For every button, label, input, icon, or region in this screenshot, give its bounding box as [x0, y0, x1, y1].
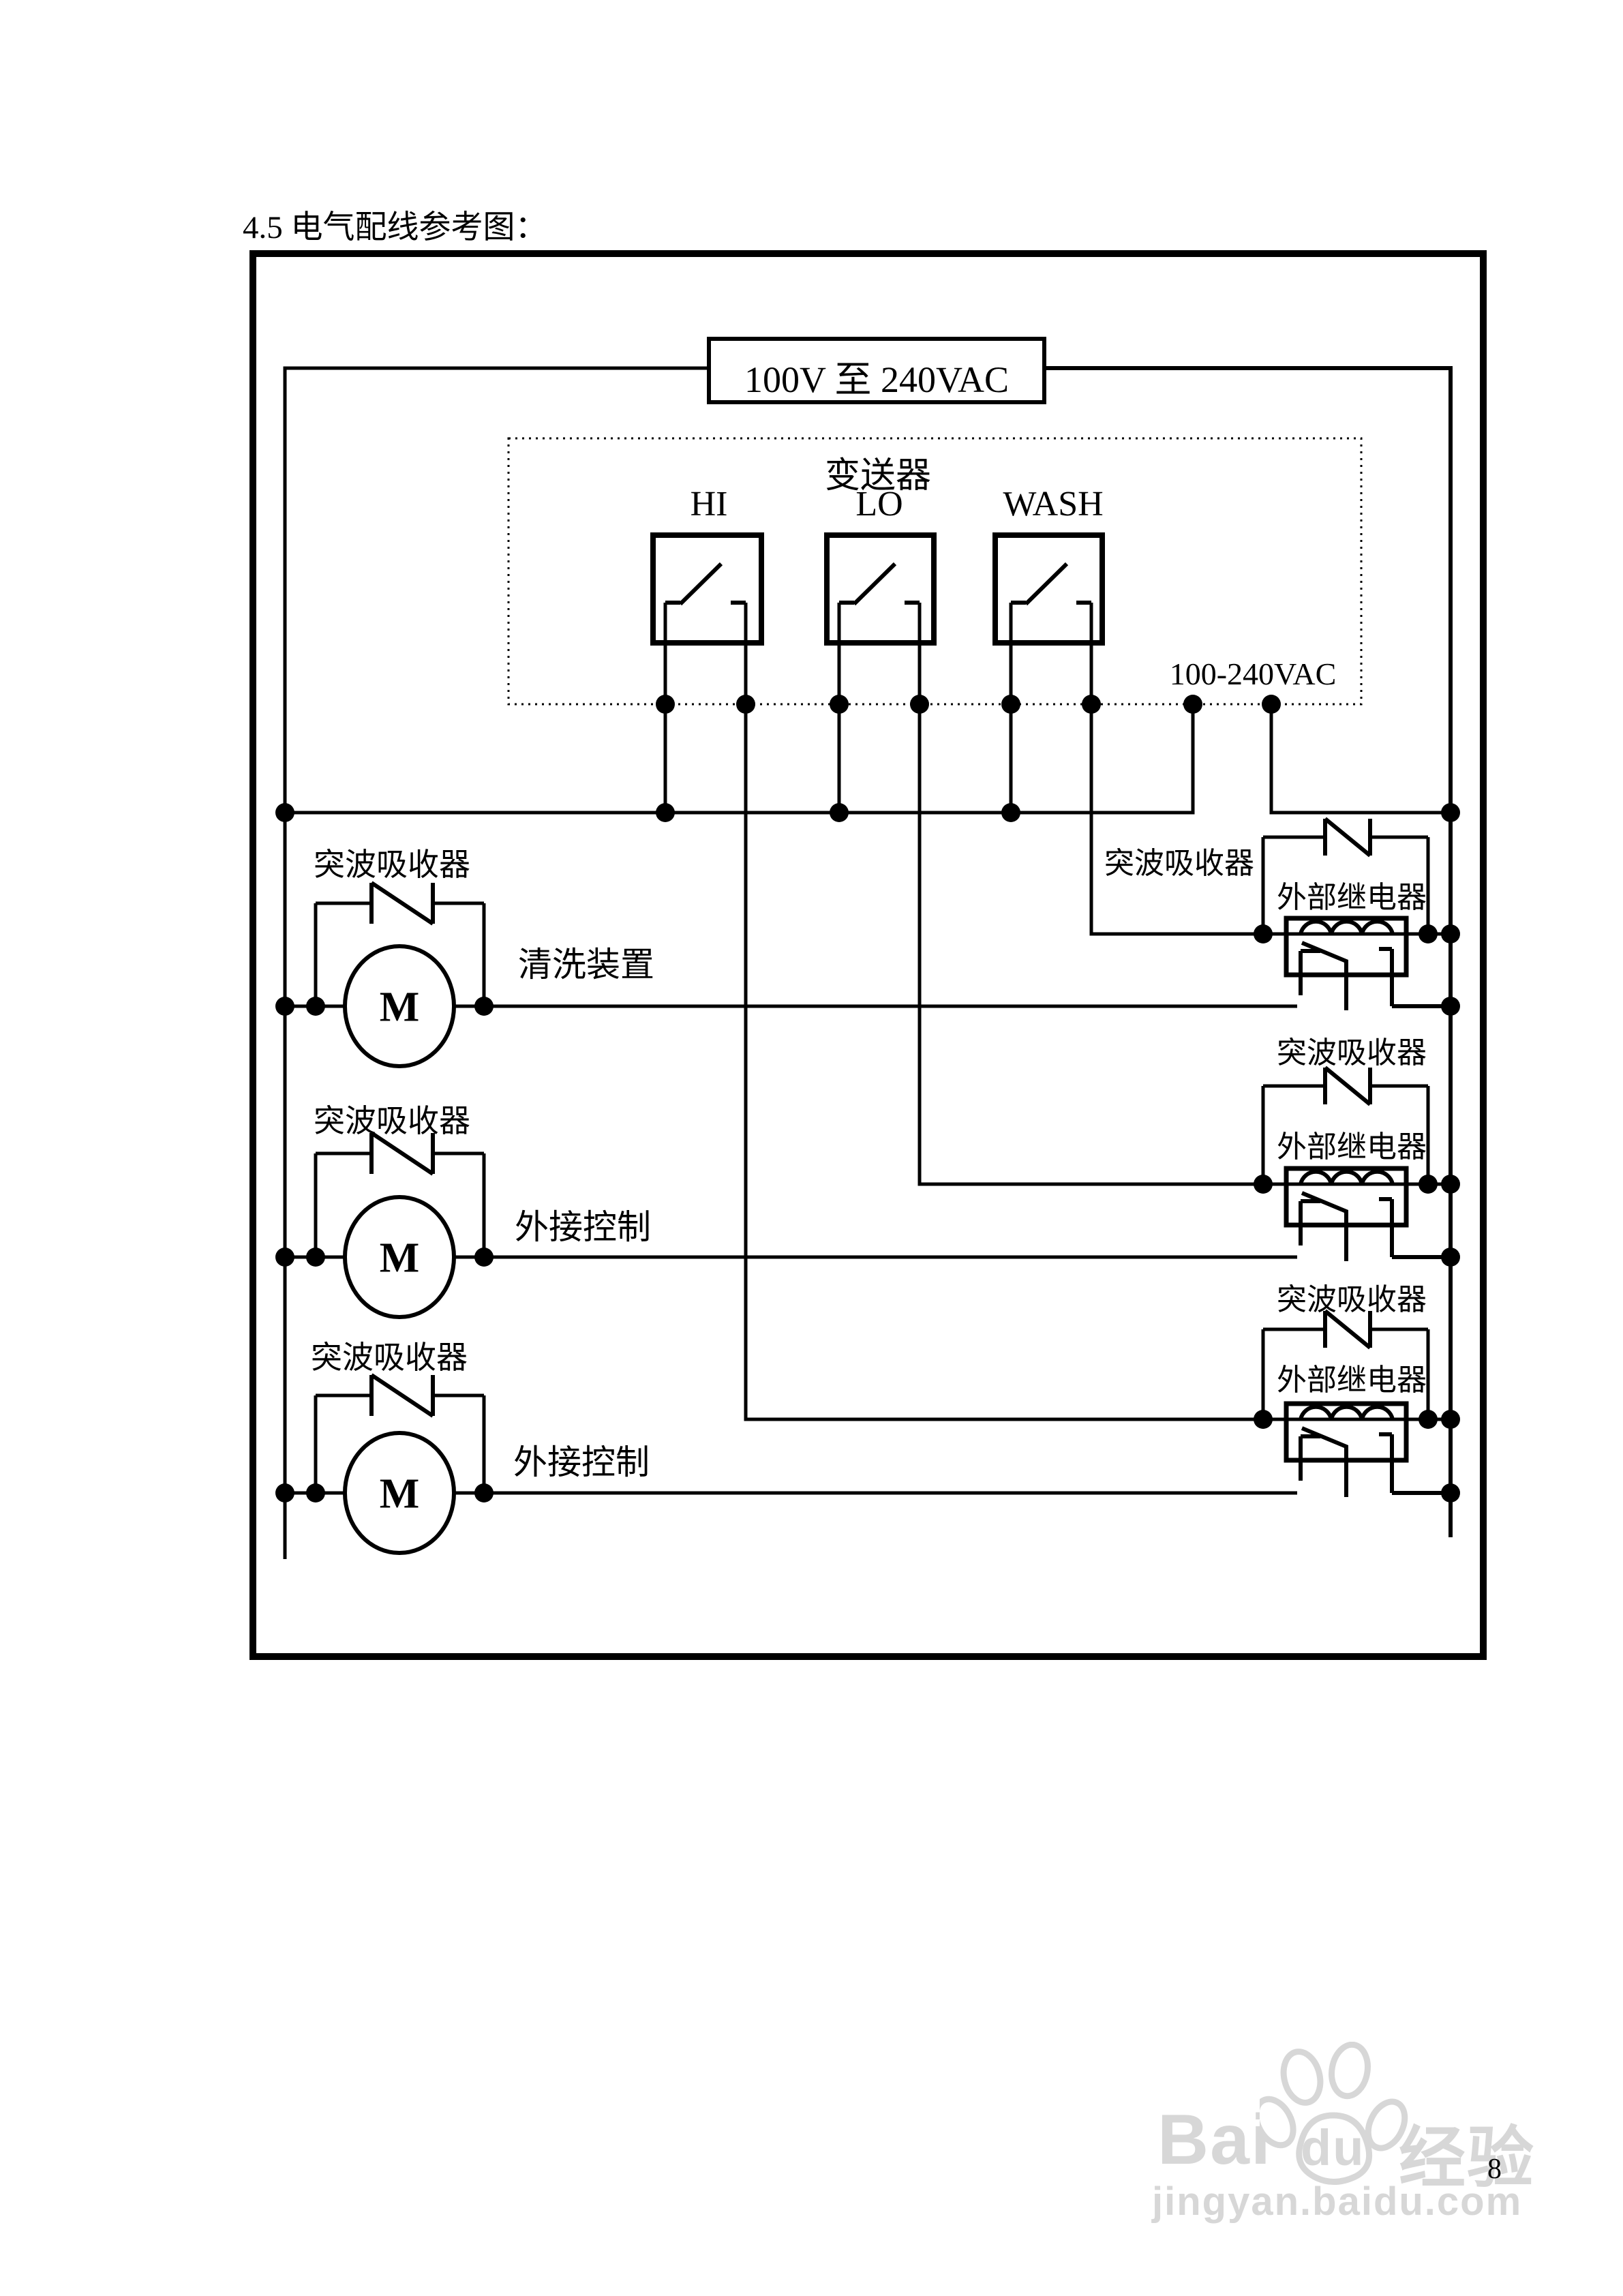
power-source-label: 100V 至 240VAC [744, 359, 1010, 400]
motor3-letter: M [379, 1470, 420, 1517]
surge-absorber-2 [314, 1151, 486, 1257]
switch-box-wash [992, 532, 1105, 646]
section-title: 4.5 电气配线参考图： [243, 210, 547, 245]
switch-label-hi: HI [690, 485, 728, 524]
motor1-surge-label: 突波吸收器 [314, 847, 470, 882]
relay-contact-1 [1299, 941, 1451, 1010]
relay-coil-1 [1299, 919, 1395, 935]
switch-box-lo [824, 532, 937, 646]
motor1-device-label: 清洗装置 [518, 946, 654, 984]
motor-symbol-1 [343, 944, 456, 1068]
power-bus-wires [283, 366, 1453, 1559]
transmitter-label: 变送器 [824, 457, 932, 496]
motor3-device-label: 外接控制 [513, 1443, 650, 1481]
relay-surge-3 [1261, 1327, 1430, 1419]
relay-circuit-3 [1261, 1309, 1451, 1497]
wire-hi-right-to-relay3 [744, 603, 1263, 1421]
common-bus [285, 704, 1451, 815]
wire-lo-right-to-relay2 [917, 603, 1263, 1186]
power-source-box [707, 337, 1046, 404]
wire-wash-right-to-relay1 [1089, 603, 1263, 936]
relay3-label: 外部继电器 [1277, 1363, 1427, 1397]
motor2-device-label: 外接控制 [515, 1208, 651, 1246]
watermark-site-text: jingyan.baidu.com [1152, 2179, 1523, 2224]
watermark-suffix-text: 经验 [1399, 2122, 1536, 2196]
motor-circuit-2 [285, 1131, 1297, 1319]
watermark-bai-text: Bai [1157, 2100, 1272, 2179]
relay-surge-1 [1261, 835, 1430, 934]
relay-circuit-2 [1261, 1066, 1451, 1261]
page-number: 8 [1487, 2154, 1502, 2185]
motor2-surge-label: 突波吸收器 [314, 1104, 470, 1138]
switch-output-wires [663, 603, 1263, 1421]
baidu-paw-icon [1260, 2042, 1408, 2185]
relay-contact-3 [1299, 1426, 1451, 1497]
motor2-letter: M [379, 1235, 420, 1282]
motor1-letter: M [379, 984, 420, 1031]
switch-label-wash: WASH [1003, 485, 1104, 524]
diagram-outer-border [249, 250, 1487, 1660]
surge-absorber-1 [314, 901, 486, 1006]
relay3-surge-label: 突波吸收器 [1277, 1283, 1427, 1316]
motor-symbol-2 [343, 1195, 456, 1319]
relay-coil-3 [1299, 1404, 1395, 1420]
relay-contact-2 [1299, 1191, 1451, 1261]
relay-circuit-1 [1261, 817, 1451, 1010]
switch-label-lo: LO [855, 485, 903, 524]
switch-contact-lo [839, 562, 920, 606]
relay-coil-2 [1299, 1169, 1395, 1185]
motor-symbol-3 [343, 1431, 456, 1555]
relay1-surge-label: 突波吸收器 [1104, 847, 1254, 880]
motor-circuit-1 [285, 881, 1297, 1068]
watermark-du-text: du [1301, 2119, 1365, 2176]
relay-surge-2 [1261, 1084, 1430, 1184]
surge-absorber-3 [314, 1393, 486, 1493]
junction-dots [275, 695, 1460, 1502]
switch-box-hi [650, 532, 764, 646]
switch-boxes [650, 532, 1105, 646]
relay1-label: 外部继电器 [1277, 881, 1427, 914]
relay2-label: 外部继电器 [1277, 1130, 1427, 1164]
motor3-surge-label: 突波吸收器 [311, 1340, 468, 1375]
motor-circuit-3 [285, 1373, 1297, 1555]
switch-contact-wash [1011, 562, 1091, 606]
relay2-surge-label: 突波吸收器 [1277, 1036, 1427, 1070]
switch-contacts [665, 562, 1091, 606]
switch-contact-hi [665, 562, 746, 606]
power-rating-label: 100-240VAC [1169, 656, 1337, 691]
